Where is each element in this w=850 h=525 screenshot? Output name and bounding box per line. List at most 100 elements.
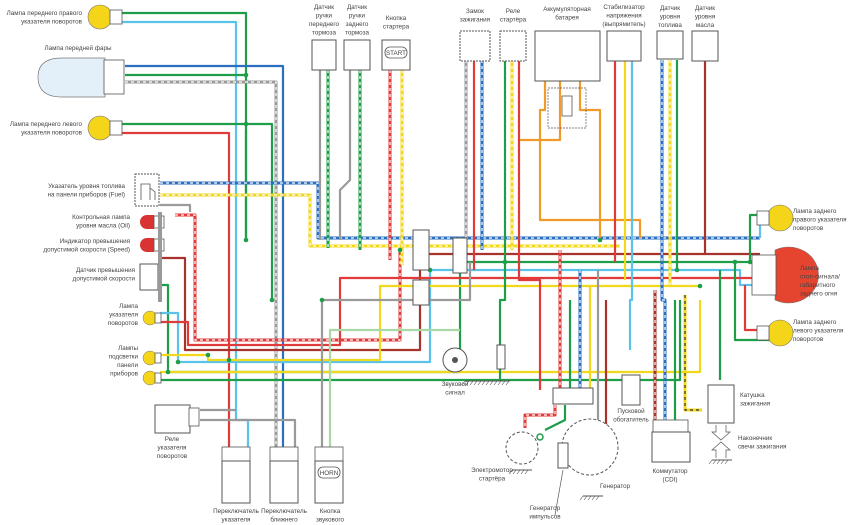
wire-battery-orange bbox=[538, 80, 642, 238]
label-cdi: Коммутатор bbox=[652, 468, 688, 475]
label-speed-indicator: Индикатор превышения bbox=[60, 238, 130, 245]
wire-starter-motor bbox=[523, 405, 557, 428]
wire-front-left-turn-green bbox=[120, 122, 274, 300]
label-oil-lamp: Контрольная лампа bbox=[72, 214, 130, 221]
label-overspeed-sensor: допустимой скорости bbox=[73, 275, 136, 283]
label-front-right-turn: указателя поворотов bbox=[21, 19, 83, 26]
headlight-icon bbox=[37, 57, 106, 98]
label-battery: Аккумуляторная bbox=[543, 6, 591, 13]
label-oil-sensor: Датчик bbox=[695, 5, 715, 12]
label-starter-motor: Электромотор bbox=[471, 467, 513, 474]
turn-switch-connector bbox=[221, 446, 251, 462]
ground-symbol-hatch bbox=[512, 469, 517, 475]
label-start-button: стартера bbox=[383, 24, 410, 31]
label-tail-light: заднего огня bbox=[800, 291, 837, 298]
junction-dot bbox=[502, 259, 508, 265]
spark-arrow-icon bbox=[711, 425, 731, 441]
wire-starter-motor-stripe bbox=[524, 405, 556, 428]
ground-symbol-hatch bbox=[712, 459, 717, 465]
connector-block bbox=[412, 229, 430, 271]
instrument-panel-edge bbox=[158, 212, 162, 302]
ground-symbol-hatch bbox=[587, 495, 592, 501]
label-overspeed-sensor: Датчик превышения bbox=[76, 267, 135, 274]
wire-regulator-blue bbox=[628, 60, 634, 350]
label-turn-switch: указателя bbox=[222, 517, 251, 524]
horn-badge-outline bbox=[317, 466, 341, 479]
wire-battery-orange-2 bbox=[578, 80, 602, 240]
wire-speed-darkred bbox=[160, 252, 760, 352]
starter-relay bbox=[499, 30, 527, 62]
ground-symbol-hatch bbox=[489, 380, 494, 386]
label-headlight-switch: ближнего bbox=[270, 516, 298, 524]
ground-symbol-hatch bbox=[493, 380, 498, 386]
label-starter-relay: Реле bbox=[506, 8, 521, 15]
label-headlight: Лампа передней фары bbox=[44, 44, 112, 52]
headlight-switch-connector bbox=[269, 446, 299, 462]
ground-symbol-hatch bbox=[508, 469, 513, 475]
oil-switch bbox=[496, 344, 506, 370]
fuse-box bbox=[547, 87, 587, 129]
label-front-left-turn: указателя поворотов bbox=[21, 130, 83, 137]
rear-right-turn-lamp bbox=[756, 204, 794, 232]
label-horn-button: звукового bbox=[316, 517, 345, 524]
label-choke: обогатитель bbox=[613, 416, 649, 424]
ground-symbol-hatch bbox=[591, 495, 596, 501]
label-front-brake: переднего bbox=[309, 21, 340, 28]
pulse-generator bbox=[557, 442, 569, 469]
generator-icon bbox=[561, 418, 619, 476]
label-rear-right-turn: поворотов bbox=[793, 225, 824, 232]
cdi-connector bbox=[652, 419, 689, 433]
ground-symbol-hatch bbox=[579, 495, 584, 501]
wire-starter-ground bbox=[544, 405, 567, 431]
ground-symbol-hatch bbox=[716, 459, 721, 465]
label-tail-light: Лампа bbox=[800, 265, 819, 272]
junction-dot bbox=[243, 72, 249, 78]
starter-terminal-icon bbox=[536, 433, 544, 441]
label-regulator: (выпрямитель) bbox=[602, 21, 645, 28]
label-oil-lamp: уровня масла (Oil) bbox=[76, 223, 130, 230]
label-regulator: напряжения bbox=[606, 13, 641, 20]
panel-lamp-2-connector bbox=[154, 372, 162, 384]
fuel-gauge-icon bbox=[134, 173, 160, 207]
ground-symbol-hatch bbox=[465, 380, 470, 386]
label-regulator: Стабилизатор bbox=[603, 3, 645, 11]
connector-block bbox=[552, 387, 594, 405]
wire-fuel-grey bbox=[160, 203, 192, 212]
overspeed-sensor bbox=[139, 263, 159, 291]
label-rear-left-turn: Лампа заднего bbox=[793, 319, 837, 326]
fuel-pump-glyph bbox=[140, 183, 156, 200]
ground-symbol-hatch bbox=[583, 495, 588, 501]
label-spark-plug: Наконечник bbox=[738, 435, 772, 442]
tail-light-connector bbox=[751, 254, 777, 296]
label-panel-lamps: приборов bbox=[110, 370, 139, 378]
label-panel-lamps: панели bbox=[117, 362, 138, 369]
label-cdi: (CDI) bbox=[662, 477, 677, 484]
wire-relay-grey-2 bbox=[200, 418, 297, 450]
label-rear-brake: ручки bbox=[349, 13, 366, 20]
wire-horn-grey bbox=[320, 262, 472, 450]
turn-switch bbox=[221, 460, 251, 504]
ground-symbol-hatch bbox=[473, 380, 478, 386]
label-fuel-sensor: топлива bbox=[658, 22, 682, 29]
cdi bbox=[651, 431, 691, 463]
label-fuel-gauge: Указатель уровня топлива bbox=[48, 183, 125, 190]
label-ignition-lock: зажигания bbox=[460, 17, 490, 24]
junction-dot bbox=[319, 297, 325, 303]
label-fuel-sensor: уровня bbox=[660, 14, 680, 21]
horn-center bbox=[452, 357, 458, 363]
label-rear-brake: Датчик bbox=[347, 4, 367, 11]
ignition-lock bbox=[459, 30, 491, 62]
label-panel-lamps: подсветки bbox=[109, 354, 139, 361]
label-oil-sensor: уровня bbox=[695, 14, 715, 21]
bulb-connector bbox=[756, 210, 770, 226]
junction-dot bbox=[697, 283, 703, 289]
label-tail-light: габаритного bbox=[800, 281, 836, 289]
ground-symbol-hatch bbox=[520, 469, 525, 475]
label-front-brake: Датчик bbox=[314, 4, 334, 11]
label-ignition-coil: Катушка bbox=[740, 392, 765, 399]
pulse-generator-pointer bbox=[554, 469, 564, 516]
label-turn-indicator-lamp: поворотов bbox=[108, 320, 139, 327]
wire-panel-yellow bbox=[160, 284, 700, 362]
headlight-connector bbox=[103, 59, 125, 95]
